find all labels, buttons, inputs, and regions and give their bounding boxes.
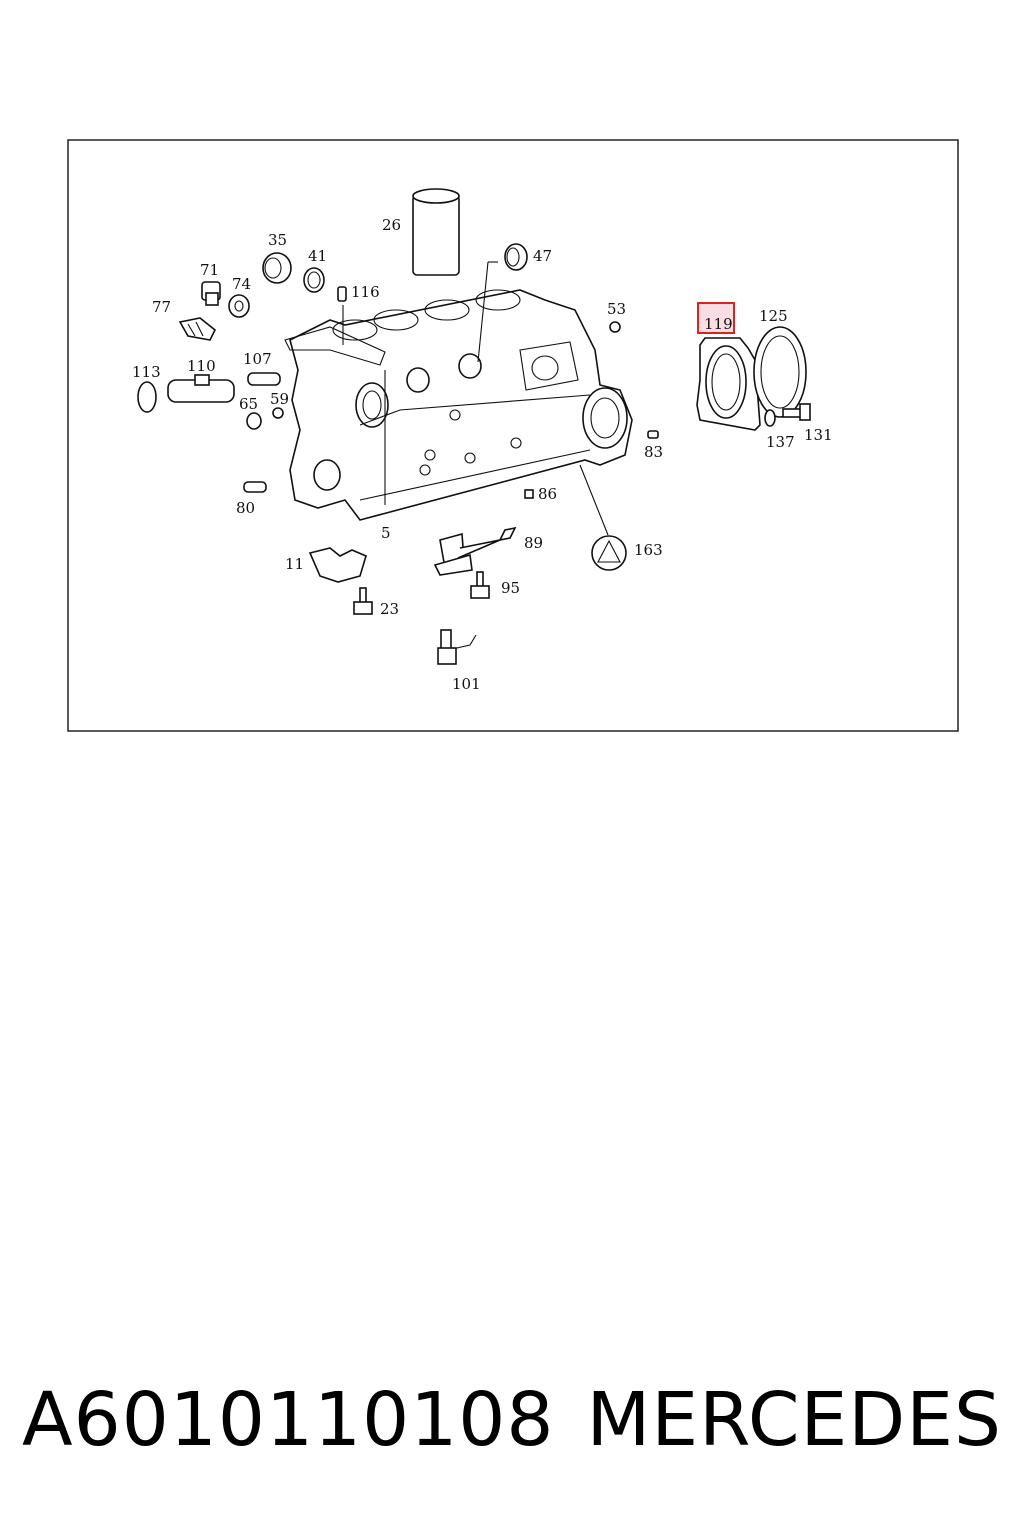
- plug-86: [524, 489, 534, 499]
- part-number: A6010110108: [22, 1377, 555, 1463]
- footer: A6010110108 MERCEDES: [0, 1370, 1024, 1470]
- pin-80: [243, 481, 267, 493]
- callout-5: 5: [381, 524, 391, 542]
- callout-119[interactable]: 119: [704, 315, 733, 333]
- freeze-plug-163: [591, 535, 627, 571]
- callout-125: 125: [759, 307, 788, 325]
- seal-ring-41: [303, 267, 325, 293]
- plug-35: [262, 252, 292, 284]
- callout-65: 65: [239, 395, 258, 413]
- ball-53: [609, 321, 621, 333]
- highlight-box-119: [697, 302, 735, 334]
- pin-107: [247, 372, 281, 386]
- callout-137: 137: [766, 433, 795, 451]
- callout-35: 35: [268, 231, 287, 249]
- sensor-101: [437, 629, 477, 665]
- callout-95: 95: [501, 579, 520, 597]
- callout-71: 71: [200, 261, 219, 279]
- callout-89: 89: [524, 534, 543, 552]
- clip-137: [764, 409, 776, 427]
- callout-77: 77: [152, 298, 171, 316]
- brand-name: MERCEDES: [586, 1377, 1002, 1463]
- sensor-77: [178, 317, 217, 341]
- callout-11: 11: [285, 555, 304, 573]
- shaft-seal-125: [753, 326, 807, 418]
- bolt-131: [782, 403, 811, 421]
- callout-41: 41: [308, 247, 327, 265]
- callout-163: 163: [634, 541, 663, 559]
- callout-53: 53: [607, 300, 626, 318]
- plug-screw-71: [201, 281, 221, 306]
- leader-163: [579, 464, 609, 536]
- washer-74: [228, 294, 250, 318]
- callout-116: 116: [351, 283, 380, 301]
- bolt-23: [353, 587, 373, 615]
- callout-59: 59: [270, 390, 289, 408]
- leader-47: [477, 261, 489, 363]
- callout-113: 113: [132, 363, 161, 381]
- callout-26: 26: [382, 216, 401, 234]
- dowel-pin-116: [337, 286, 347, 302]
- bearing-cap-11: [308, 547, 367, 583]
- ball-59: [272, 407, 284, 419]
- pin-83: [647, 430, 659, 439]
- o-ring-113: [137, 381, 157, 413]
- diagram-frame: [67, 139, 959, 732]
- callout-131: 131: [804, 426, 833, 444]
- plug-65: [246, 412, 262, 430]
- callout-labels: 26 35 41 47 71 74 77 116 53 119 125 113 110 107 65 59 83…: [132, 216, 833, 693]
- seal-carrier-119: [696, 337, 761, 431]
- callout-86: 86: [538, 485, 557, 503]
- exploded-parts-diagram: 26 35 41 47 71 74 77 116 53 119 125 113 110 107 65 59 83…: [67, 139, 959, 732]
- crankcase-block: [284, 289, 633, 521]
- callout-110: 110: [187, 357, 216, 375]
- callout-47: 47: [533, 247, 552, 265]
- callout-101: 101: [452, 675, 481, 693]
- bolt-95: [470, 571, 490, 599]
- callout-80: 80: [236, 499, 255, 517]
- callout-23: 23: [380, 600, 399, 618]
- cylinder-liner: [412, 188, 460, 276]
- callout-107: 107: [243, 350, 272, 368]
- plug-47: [504, 243, 528, 271]
- oil-nozzle-89: [433, 526, 517, 576]
- callout-74: 74: [232, 275, 251, 293]
- callout-83: 83: [644, 443, 663, 461]
- sleeve-110: [167, 374, 235, 403]
